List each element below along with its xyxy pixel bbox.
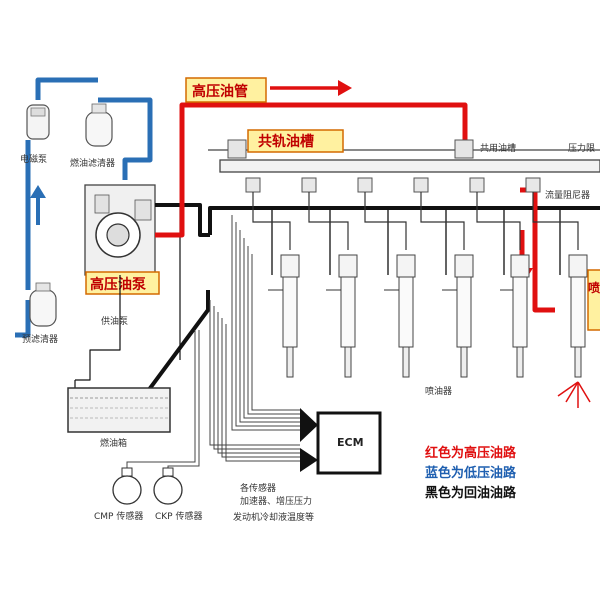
common-rail-label-box xyxy=(247,129,344,153)
solenoid-pump-label: 电磁泵 xyxy=(20,153,47,165)
supply-pump-body xyxy=(84,184,156,276)
sensors-line-2: 发动机冷却液温度等 xyxy=(233,511,314,523)
pressure-limiter-label: 压力限 xyxy=(568,142,595,154)
fuel-spray xyxy=(557,381,591,408)
fuel-tank xyxy=(67,387,171,433)
pre-filter xyxy=(29,282,57,327)
legend-low-pressure: 蓝色为低压油路 xyxy=(425,465,517,481)
injector xyxy=(568,254,588,378)
legend-return: 黑色为回油油路 xyxy=(425,485,517,501)
ecm-label: ECM xyxy=(337,436,364,449)
sensors-title: 各传感器 xyxy=(240,482,276,494)
cmp-sensor-label: CMP 传感器 xyxy=(94,510,143,522)
cmp-sensor xyxy=(112,467,142,505)
injector-label: 喷油器 xyxy=(425,385,452,397)
side-label: 喷 xyxy=(588,280,600,295)
injector-return-branches xyxy=(271,208,561,275)
solenoid-pump xyxy=(26,104,50,140)
high-pressure-pump-label-box xyxy=(85,271,160,295)
pre-filter-label: 预滤清器 xyxy=(22,333,58,345)
injector xyxy=(268,254,300,378)
rail-outlets xyxy=(245,177,541,193)
low-pressure-circuit xyxy=(15,77,153,338)
supply-pump-label: 供油泵 xyxy=(101,315,128,327)
legend-high-pressure: 红色为高压油路 xyxy=(425,445,517,461)
low-pressure-flow-arrow xyxy=(30,185,46,225)
common-rail-small-label: 共用油槽 xyxy=(480,142,516,154)
injector xyxy=(326,254,358,378)
return-circuit xyxy=(74,203,600,420)
injector xyxy=(442,254,474,378)
side-label-box xyxy=(587,269,600,331)
common-rail-label: 共轨油槽 xyxy=(258,133,314,150)
injector-feed-lines xyxy=(252,192,579,250)
legend: 红色为高压油路 蓝色为低压油路 黑色为回油油路 xyxy=(425,445,517,501)
common-rail xyxy=(208,139,600,173)
ckp-sensor-label: CKP 传感器 xyxy=(155,510,202,522)
fuel-tank-label: 燃油箱 xyxy=(100,437,127,449)
sensors-line-1: 加速器、增压压力 xyxy=(240,495,312,507)
ecm-unit xyxy=(300,408,382,475)
ckp-sensor xyxy=(153,467,183,505)
high-pressure-pipe-label: 高压油管 xyxy=(192,83,248,100)
injector xyxy=(500,254,530,378)
flow-limiter-label: 流量阻尼器 xyxy=(545,189,590,201)
high-pressure-flow-arrow-top xyxy=(270,80,352,96)
high-pressure-pipe-label-box xyxy=(185,77,267,103)
fuel-filter xyxy=(85,103,113,147)
fuel-filter-label: 燃油滤清器 xyxy=(70,157,115,169)
injector xyxy=(384,254,416,378)
high-pressure-pump-label: 高压油泵 xyxy=(90,276,146,293)
